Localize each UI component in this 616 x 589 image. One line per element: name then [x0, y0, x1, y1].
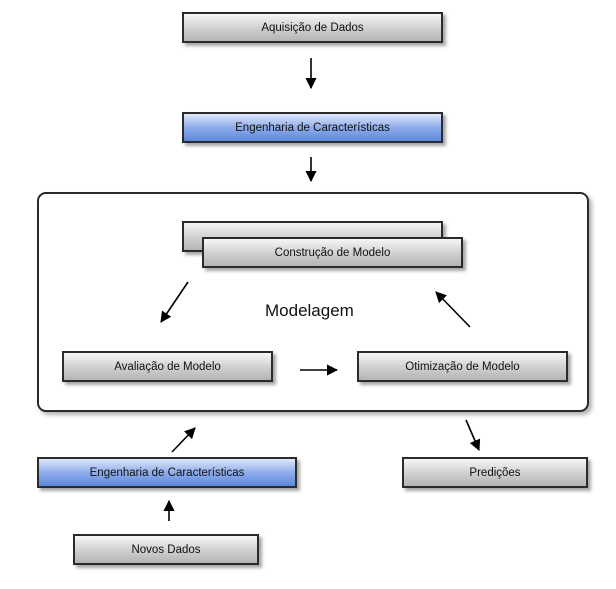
model-opt-node: Otimização de Modelo — [357, 351, 568, 382]
arrow-features-to-modeling-bottom — [171, 427, 196, 453]
arrow-modeling-to-predictions — [465, 419, 481, 452]
model-opt-label: Otimização de Modelo — [405, 360, 520, 373]
predictions-label: Predições — [469, 466, 521, 479]
new-data-label: Novos Dados — [131, 543, 201, 556]
model-build-node: Construção de Modelo — [202, 237, 463, 268]
new-data-node: Novos Dados — [73, 534, 259, 565]
feature-engineering-top-node: Engenharia de Características — [182, 112, 443, 143]
model-eval-label: Avaliação de Modelo — [114, 360, 221, 373]
feature-engineering-bottom-label: Engenharia de Características — [89, 466, 245, 479]
feature-engineering-bottom-node: Engenharia de Características — [37, 457, 297, 488]
model-eval-node: Avaliação de Modelo — [62, 351, 273, 382]
model-build-label: Construção de Modelo — [274, 246, 391, 259]
predictions-node: Predições — [402, 457, 588, 488]
acquisition-node: Aquisição de Dados — [182, 12, 443, 43]
modeling-group-title: Modelagem — [265, 301, 354, 320]
feature-engineering-top-label: Engenharia de Características — [235, 121, 390, 134]
acquisition-label: Aquisição de Dados — [261, 21, 364, 34]
